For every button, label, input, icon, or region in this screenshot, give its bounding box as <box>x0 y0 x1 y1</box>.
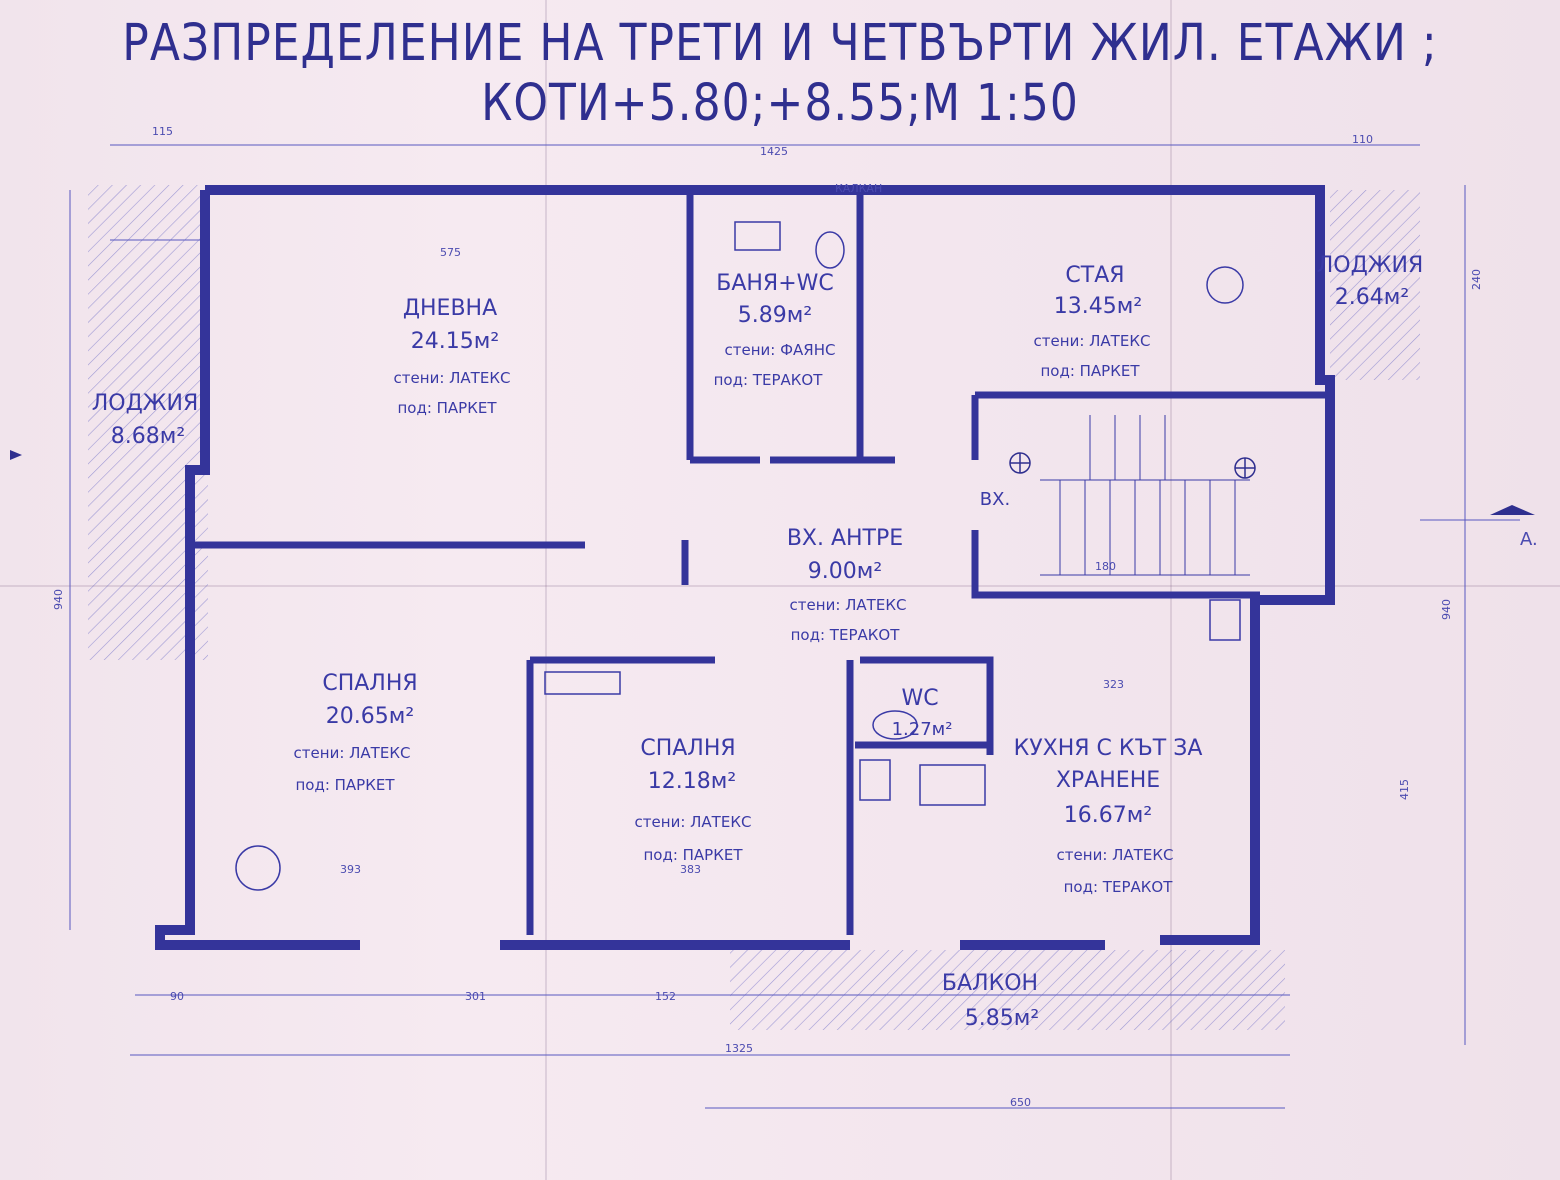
dim-152: 152 <box>655 990 676 1003</box>
dim-940-left: 940 <box>52 589 65 610</box>
svg-text:стени: ФАЯНС: стени: ФАЯНС <box>725 341 836 359</box>
room-loggia-right: ЛОДЖИЯ 2.64м² <box>1317 253 1424 310</box>
interior-walls <box>190 195 1330 935</box>
room-bedroom-large: СПАЛНЯ 20.65м² стени: ЛАТЕКС под: ПАРКЕТ <box>294 671 418 794</box>
svg-text:5.89м²: 5.89м² <box>738 303 812 328</box>
section-label: A. <box>1520 529 1538 550</box>
svg-text:стени: ЛАТЕКС: стени: ЛАТЕКС <box>790 596 907 614</box>
room-bath-wc: БАНЯ+WC 5.89м² стени: ФАЯНС под: ТЕРАКОТ <box>714 271 836 389</box>
svg-text:под: ПАРКЕТ: под: ПАРКЕТ <box>397 399 497 417</box>
svg-text:13.45м²: 13.45м² <box>1054 294 1142 319</box>
room-kitchen: КУХНЯ С КЪТ ЗА ХРАНЕНЕ 16.67м² стени: ЛА… <box>1014 736 1203 896</box>
room-balcony: БАЛКОН 5.85м² <box>942 971 1039 1031</box>
svg-text:9.00м²: 9.00м² <box>808 559 882 584</box>
svg-text:СПАЛНЯ: СПАЛНЯ <box>640 736 735 761</box>
svg-text:стени: ЛАТЕКС: стени: ЛАТЕКС <box>294 744 411 762</box>
paper-fold <box>0 585 1560 587</box>
svg-text:под: ТЕРАКОТ: под: ТЕРАКОТ <box>791 626 901 644</box>
room-wc: WC 1.27м² <box>892 686 953 740</box>
dimension-lines <box>69 144 1520 1109</box>
dim-115: 115 <box>152 125 173 138</box>
svg-text:БАНЯ+WC: БАНЯ+WC <box>716 271 834 296</box>
svg-text:24.15м²: 24.15м² <box>411 329 499 354</box>
loggia-right-hatch <box>1330 190 1420 380</box>
svg-text:2.64м²: 2.64м² <box>1335 285 1409 310</box>
svg-text:20.65м²: 20.65м² <box>326 704 414 729</box>
dim-393: 393 <box>340 863 361 876</box>
dim-1425: 1425 <box>760 145 788 158</box>
svg-text:WC: WC <box>901 686 938 711</box>
svg-text:под: ТЕРАКОТ: под: ТЕРАКОТ <box>714 371 824 389</box>
level-arrow-icon <box>10 450 22 460</box>
room-entrance-hall: ВХ. АНТРЕ 9.00м² стени: ЛАТЕКС под: ТЕРА… <box>787 526 907 644</box>
elevation-marker <box>1009 452 1256 479</box>
svg-text:ХРАНЕНЕ: ХРАНЕНЕ <box>1056 768 1160 793</box>
gable-label: КАЛКАН <box>835 182 882 195</box>
svg-text:12.18м²: 12.18м² <box>648 769 736 794</box>
svg-text:КУХНЯ С КЪТ ЗА: КУХНЯ С КЪТ ЗА <box>1014 736 1203 761</box>
svg-text:8.68м²: 8.68м² <box>111 424 185 449</box>
paper-fold <box>545 0 547 1180</box>
staircase <box>1040 415 1250 576</box>
svg-text:под: ПАРКЕТ: под: ПАРКЕТ <box>643 846 743 864</box>
svg-text:ДНЕВНА: ДНЕВНА <box>403 296 497 321</box>
dim-1325: 1325 <box>725 1042 753 1055</box>
dim-650: 650 <box>1010 1096 1031 1109</box>
fixtures <box>235 221 1244 891</box>
svg-text:под: ПАРКЕТ: под: ПАРКЕТ <box>1040 362 1140 380</box>
svg-text:стени: ЛАТЕКС: стени: ЛАТЕКС <box>1057 846 1174 864</box>
dim-240: 240 <box>1470 269 1483 290</box>
room-room: СТАЯ 13.45м² стени: ЛАТЕКС под: ПАРКЕТ <box>1034 263 1151 380</box>
dim-415: 415 <box>1398 779 1411 800</box>
dim-323: 323 <box>1103 678 1124 691</box>
dim-383: 383 <box>680 863 701 876</box>
plan-subtitle: КОТИ+5.80;+8.55;М 1:50 <box>481 74 1079 133</box>
svg-text:под: ПАРКЕТ: под: ПАРКЕТ <box>295 776 395 794</box>
svg-text:стени: ЛАТЕКС: стени: ЛАТЕКС <box>635 813 752 831</box>
exterior-walls <box>155 185 1335 950</box>
plan-title: РАЗПРЕДЕЛЕНИЕ НА ТРЕТИ И ЧЕТВЪРТИ ЖИЛ. Е… <box>122 14 1438 73</box>
svg-text:ЛОДЖИЯ: ЛОДЖИЯ <box>92 391 199 416</box>
room-loggia-left: ЛОДЖИЯ 8.68м² <box>92 391 199 449</box>
dim-180: 180 <box>1095 560 1116 573</box>
room-bedroom-small: СПАЛНЯ 12.18м² стени: ЛАТЕКС под: ПАРКЕТ <box>635 736 752 864</box>
svg-text:под: ТЕРАКОТ: под: ТЕРАКОТ <box>1064 878 1174 896</box>
paper-fold <box>1170 0 1172 1180</box>
svg-text:16.67м²: 16.67м² <box>1064 803 1152 828</box>
dim-940-right: 940 <box>1440 599 1453 620</box>
dim-110: 110 <box>1352 133 1373 146</box>
room-living: ДНЕВНА 24.15м² стени: ЛАТЕКС под: ПАРКЕТ <box>394 296 511 417</box>
section-arrow-icon <box>1490 505 1535 515</box>
svg-text:ЛОДЖИЯ: ЛОДЖИЯ <box>1317 253 1424 278</box>
dim-90: 90 <box>170 990 184 1003</box>
entrance-label: ВХ. <box>980 489 1010 510</box>
dim-301: 301 <box>465 990 486 1003</box>
balcony-hatch <box>730 950 1285 1030</box>
svg-text:стени: ЛАТЕКС: стени: ЛАТЕКС <box>1034 332 1151 350</box>
svg-text:СТАЯ: СТАЯ <box>1065 263 1124 288</box>
svg-text:СПАЛНЯ: СПАЛНЯ <box>322 671 417 696</box>
dim-575: 575 <box>440 246 461 259</box>
svg-text:стени: ЛАТЕКС: стени: ЛАТЕКС <box>394 369 511 387</box>
svg-text:ВХ. АНТРЕ: ВХ. АНТРЕ <box>787 526 903 551</box>
svg-text:1.27м²: 1.27м² <box>892 719 953 740</box>
svg-text:5.85м²: 5.85м² <box>965 1006 1039 1031</box>
svg-text:БАЛКОН: БАЛКОН <box>942 971 1038 996</box>
